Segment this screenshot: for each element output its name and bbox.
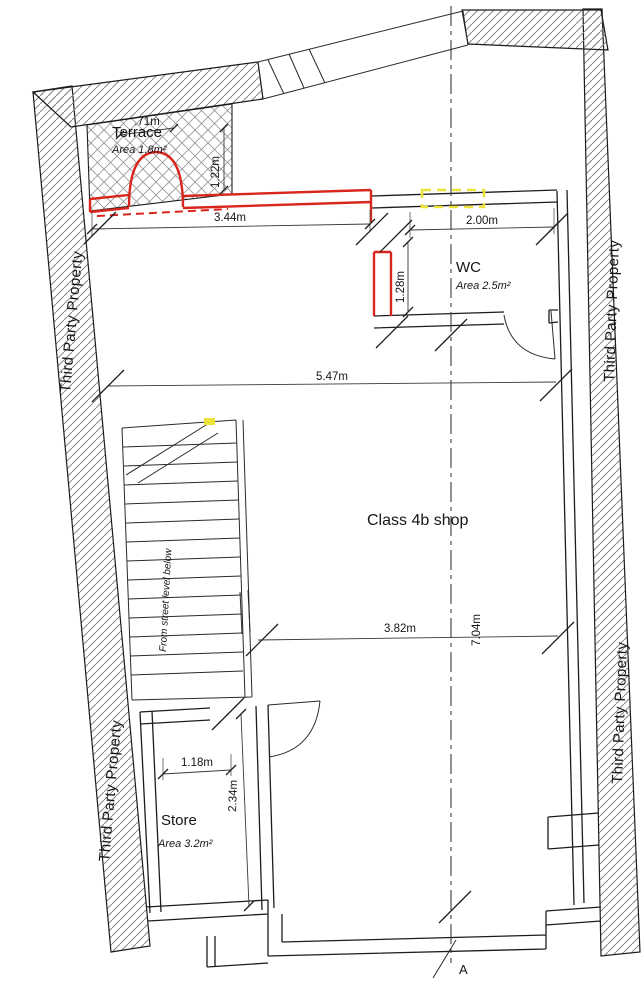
top-right-party-wall: [461, 9, 609, 51]
left-party-wall: [32, 85, 151, 953]
yellow-highlight-window: [420, 188, 486, 209]
handrail: [239, 589, 251, 635]
dim-wc-depth: 1.28m: [395, 271, 407, 303]
walls: [139, 189, 602, 968]
slash-marks: [83, 211, 575, 924]
third-party-property-right-upper: Third Party Property: [601, 239, 623, 382]
dim-terrace-width: .71m: [134, 116, 160, 128]
wc-bottom-wall: [373, 309, 559, 329]
section-marker-label: A: [459, 962, 468, 977]
stairs: [121, 419, 253, 701]
right-party-wall: [582, 8, 641, 957]
wc-door: [503, 310, 556, 360]
store-walls: [139, 704, 275, 914]
dim-terrace-depth: 1.22m: [210, 156, 222, 188]
store-door: [267, 700, 321, 758]
dimension-ticks: [86, 123, 560, 912]
terrace-label: Terrace: [112, 124, 162, 141]
front-wall-wc: [371, 189, 558, 209]
labels: Terrace Area 1.8m² WC Area 2.5m² Class 4…: [57, 116, 631, 977]
stair-highlight-mark: [204, 418, 215, 425]
terrace-arch-opening: [127, 150, 185, 208]
proposed-red-walls: [88, 150, 393, 316]
store-area-label: Area 3.2m²: [157, 838, 213, 850]
stair-break-lines: [125, 424, 219, 484]
dim-store-depth: 2.34m: [227, 780, 240, 812]
dimension-lines: [91, 127, 559, 907]
dim-shop-depth: 7.04m: [471, 614, 483, 646]
shop-label: Class 4b shop: [367, 512, 468, 529]
right-wall-recess: [547, 812, 600, 850]
stairs-note: From street level below: [158, 548, 174, 653]
wc-area-label: Area 2.5m²: [455, 280, 511, 292]
party-wall-hatching: [31, 8, 641, 957]
right-shop-wall: [556, 189, 585, 906]
section-marker-line: [432, 939, 457, 979]
store-label: Store: [161, 812, 197, 829]
doors: [267, 310, 556, 758]
extension-lines: [91, 208, 555, 780]
dim-store-width: 1.18m: [181, 757, 213, 769]
bottom-walls: [145, 899, 602, 968]
shopfront-window: [257, 10, 469, 100]
wc-red-partition: [372, 250, 393, 316]
third-party-property-right-lower: Third Party Property: [609, 641, 631, 784]
dim-shop-width-rear: 5.47m: [316, 371, 348, 383]
removed-wall-dashed: [96, 208, 229, 217]
dim-wc-width: 2.00m: [466, 215, 498, 227]
dim-shop-width-front: 3.82m: [384, 623, 416, 635]
terrace-area-label: Area 1.8m²: [111, 144, 167, 156]
dim-front-wall: 3.44m: [214, 212, 246, 224]
wc-label: WC: [456, 259, 481, 276]
